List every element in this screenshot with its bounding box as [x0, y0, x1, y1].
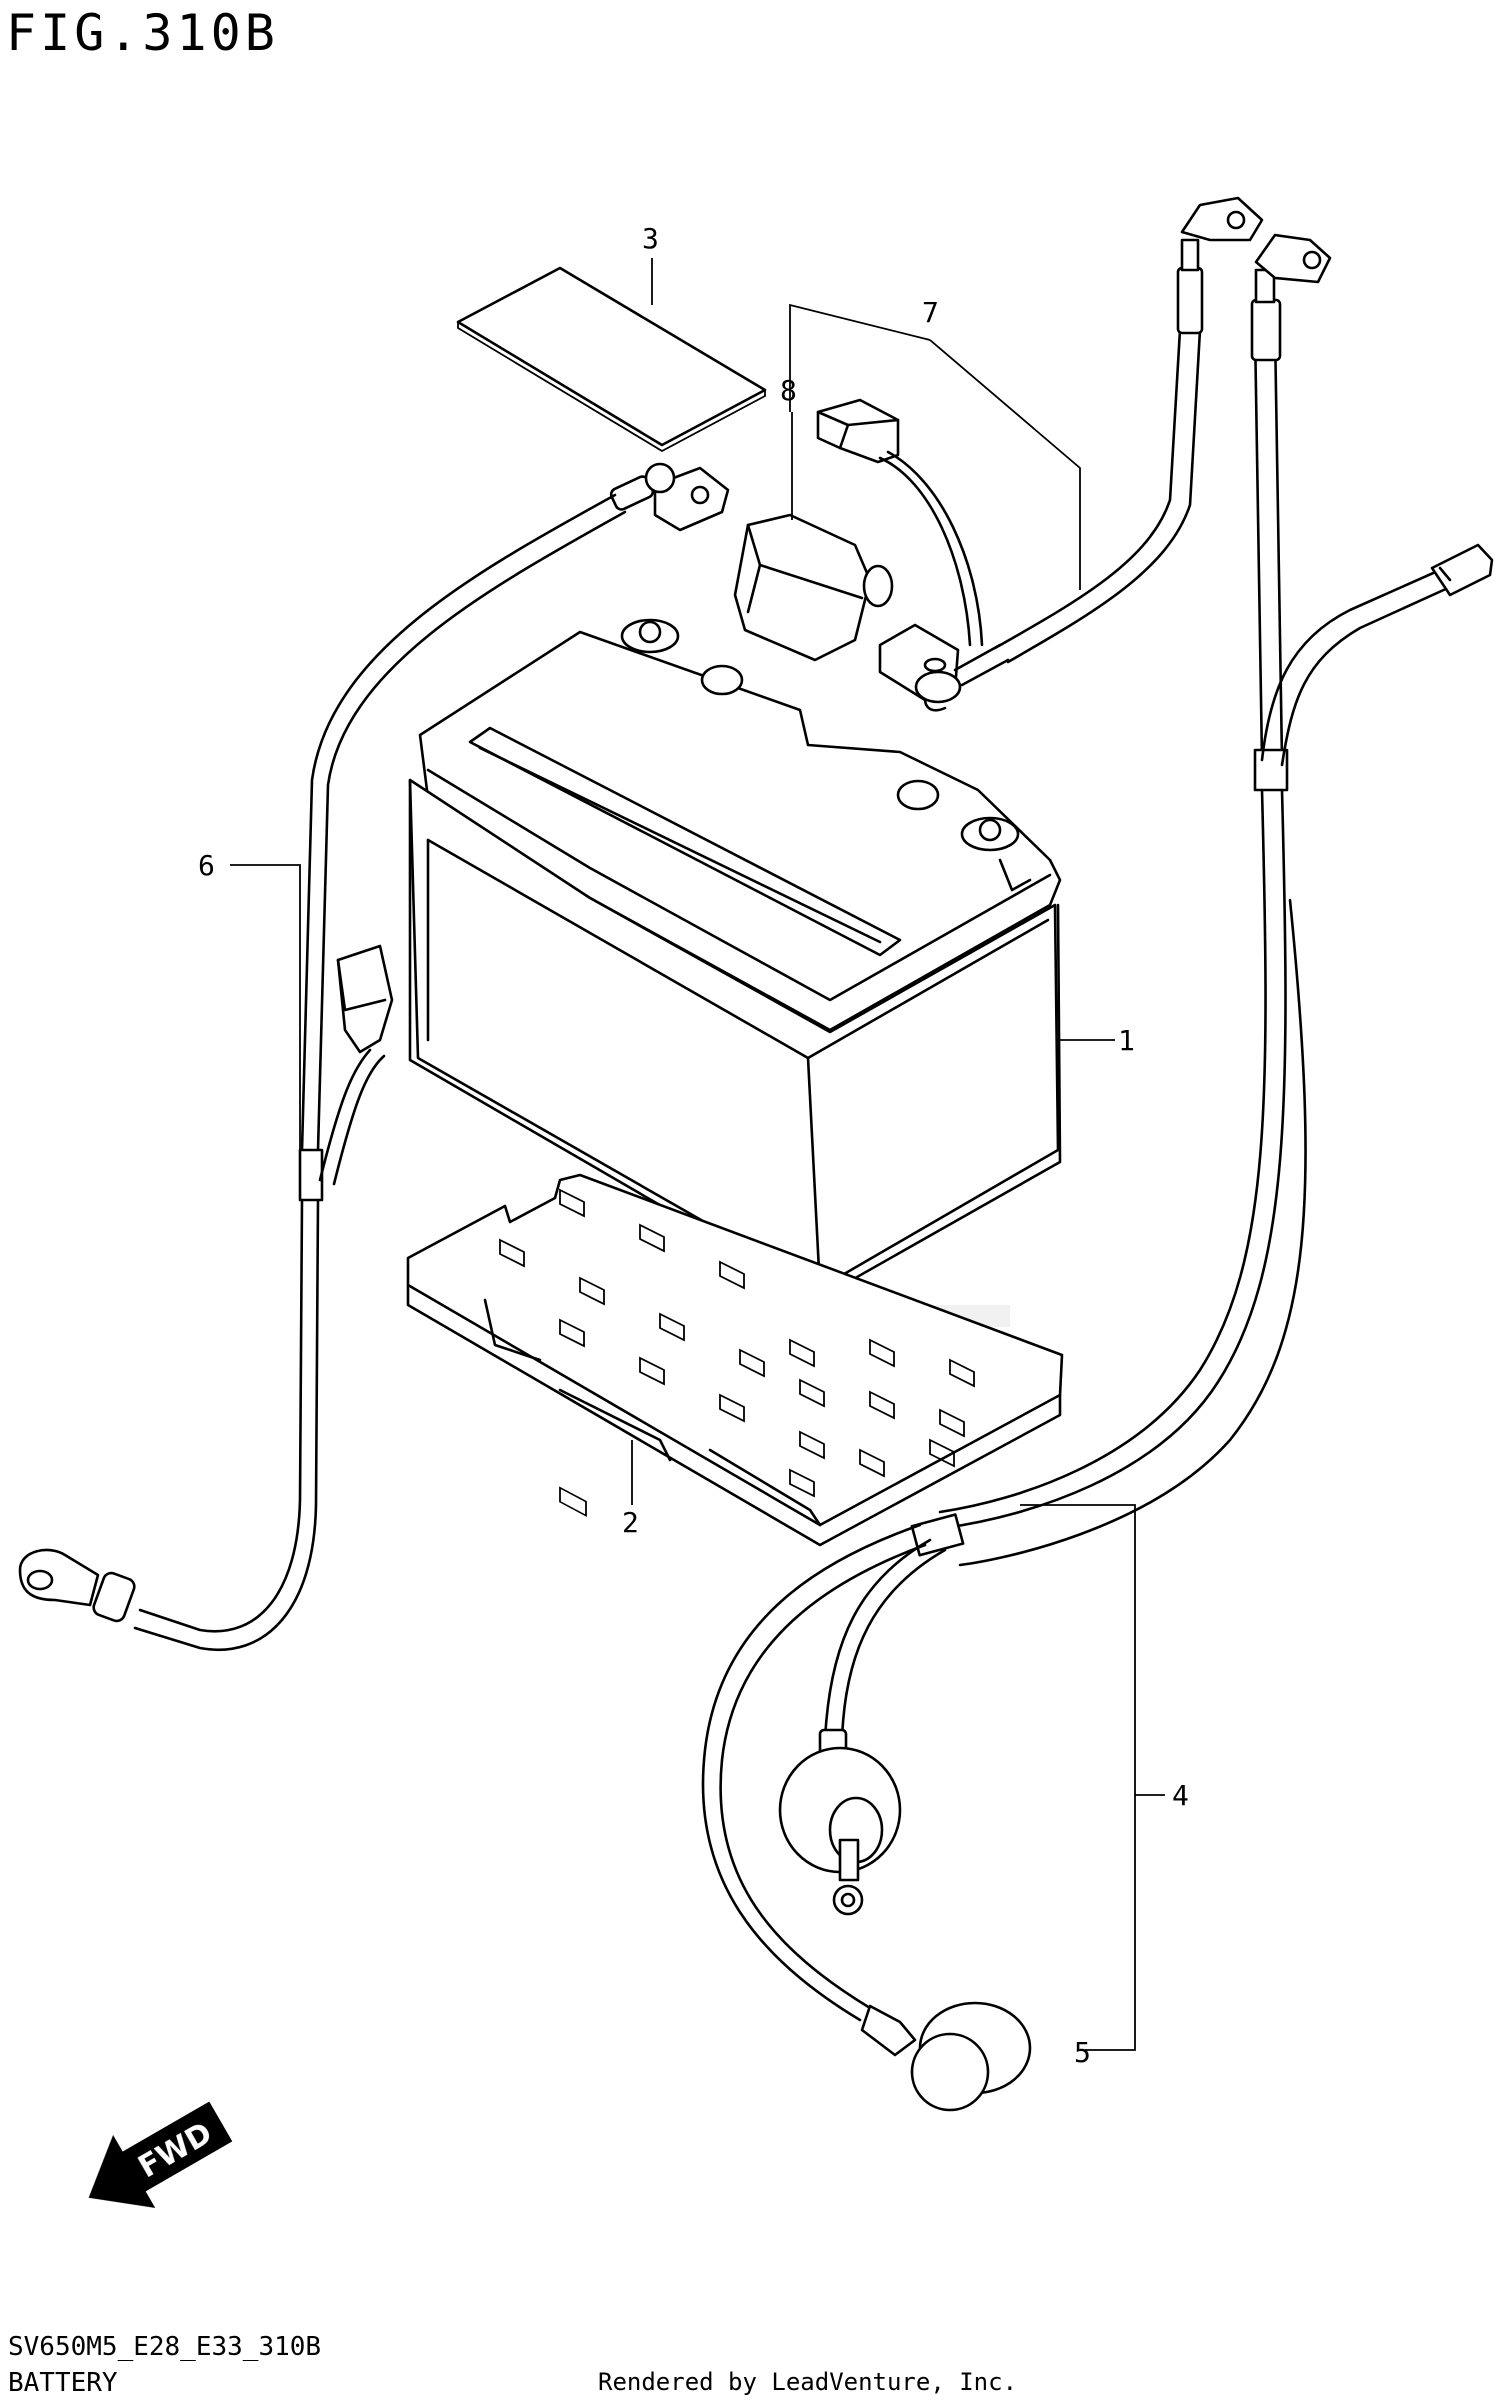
callout-3: 3: [642, 222, 659, 255]
part-3-label-sheet: [456, 266, 767, 453]
part-4-thin-branch: [958, 543, 1494, 1567]
callout-7: 7: [922, 296, 939, 329]
callout-numbers: 1 2 3 4 5 6 7 8: [198, 222, 1189, 2069]
part-4-lower-harness: [701, 1513, 965, 2022]
callout-2: 2: [622, 1506, 639, 1539]
callout-4: 4: [1172, 1779, 1189, 1812]
tray-slots: [499, 1188, 975, 1517]
section-name: BATTERY: [8, 2368, 118, 2398]
callout-6: 6: [198, 849, 215, 882]
part-1-battery: [408, 618, 1062, 1300]
render-credit: Rendered by LeadVenture, Inc.: [598, 2368, 1018, 2396]
callout-1: 1: [1118, 1024, 1135, 1057]
part-2-tray: [406, 1173, 1064, 1547]
part-4-cable-long: [938, 233, 1332, 1530]
part-7-positive-terminal: [878, 623, 1010, 712]
model-code: SV650M5_E28_E33_310B: [8, 2332, 322, 2362]
part-7-main-cable: [993, 196, 1264, 664]
part-6-negative-cable: [18, 462, 730, 1651]
part-8-terminal-cover: [733, 513, 894, 662]
leader-lines: [230, 258, 1165, 2051]
part-8-connector: [816, 398, 984, 647]
part-5-boot-cap: [860, 2001, 1032, 2112]
figure-title: FIG.310B: [6, 4, 279, 62]
fwd-arrow-icon: FWD: [88, 2101, 233, 2208]
callout-8: 8: [780, 374, 797, 407]
callout-5: 5: [1074, 2036, 1091, 2069]
